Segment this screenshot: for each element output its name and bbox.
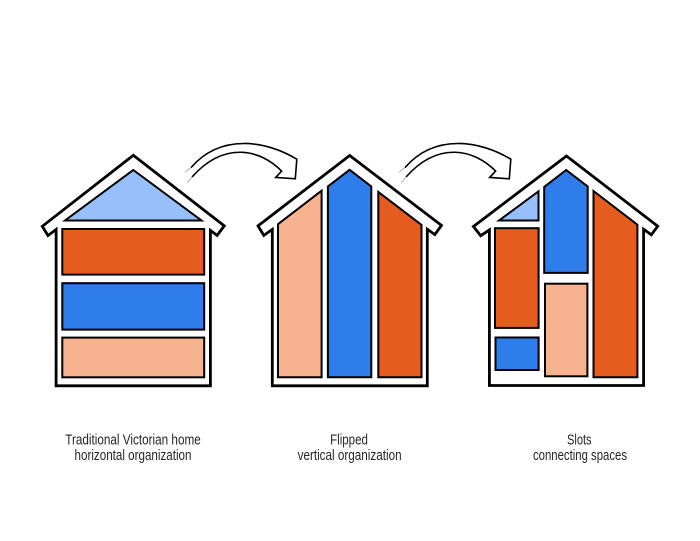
svg-text:vertical organization: vertical organization (298, 448, 402, 464)
svg-text:Traditional Victorian home: Traditional Victorian home (65, 432, 201, 448)
svg-text:horizontal organization: horizontal organization (75, 448, 192, 464)
svg-text:connecting spaces: connecting spaces (533, 448, 627, 464)
svg-text:Flipped: Flipped (330, 432, 368, 448)
svg-text:Slots: Slots (567, 432, 592, 448)
